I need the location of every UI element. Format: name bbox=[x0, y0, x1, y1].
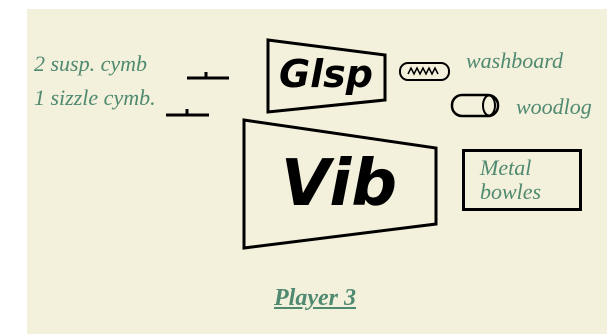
vibraphone-label: Vib bbox=[280, 147, 398, 221]
metal-bowls-label: Metal bowles bbox=[480, 156, 541, 204]
woodlog-icon bbox=[450, 93, 500, 118]
washboard-label: washboard bbox=[466, 48, 563, 73]
woodlog-label: woodlog bbox=[516, 94, 592, 119]
metal-bowls-line2: bowles bbox=[480, 179, 542, 204]
stage-plan-paper bbox=[27, 9, 607, 334]
cymbals-label-line1: 2 susp. cymb bbox=[34, 51, 148, 76]
vibraphone-outline bbox=[242, 118, 438, 250]
glockenspiel-outline bbox=[266, 38, 387, 114]
washboard-icon bbox=[399, 62, 450, 81]
glockenspiel-label: Glsp bbox=[278, 52, 374, 96]
cymbals-label-line2: 1 sizzle cymb. bbox=[34, 85, 156, 110]
metal-bowls-box bbox=[462, 149, 582, 211]
sizzle-cymbal-icon bbox=[166, 109, 209, 117]
metal-bowls-line1: Metal bbox=[480, 155, 532, 180]
player-title: Player 3 bbox=[274, 285, 356, 311]
suspended-cymbal-icon bbox=[187, 72, 229, 80]
